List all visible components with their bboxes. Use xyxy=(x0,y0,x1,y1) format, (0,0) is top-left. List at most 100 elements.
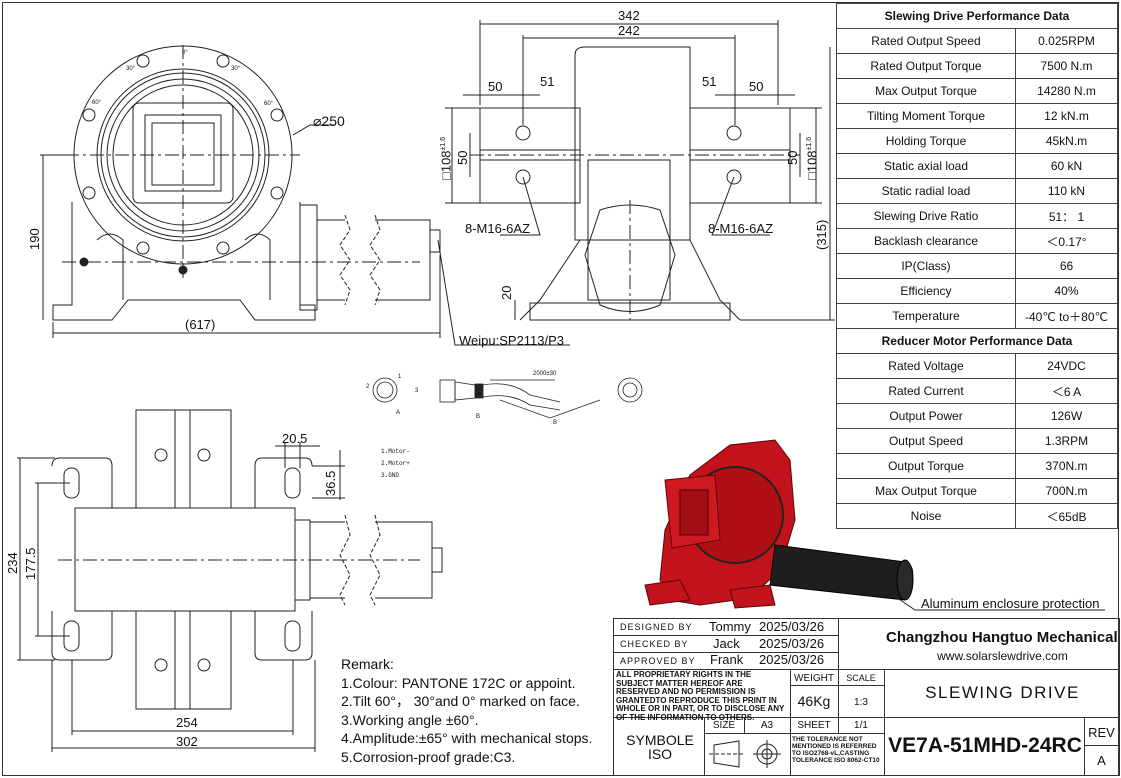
checked-by-label: CHECKED BY xyxy=(620,639,689,649)
spec-value: 40% xyxy=(1015,278,1118,304)
dim-242: 242 xyxy=(618,23,640,38)
slewing-table-title: Slewing Drive Performance Data xyxy=(836,3,1118,29)
approved-by-label: APPROVED BY xyxy=(620,656,696,666)
angle-mark-30-left: 30° xyxy=(126,66,136,72)
sheet-label: SHEET xyxy=(797,720,831,731)
remarks-title: Remark: xyxy=(341,656,394,672)
spec-key: Holding Torque xyxy=(836,128,1016,154)
spec-value: 0.025RPM xyxy=(1015,28,1118,54)
table-row: Noise＜65dB xyxy=(836,503,1118,529)
rev-label: REV xyxy=(1088,725,1115,740)
connector-label: Weipu:SP2113/P3 xyxy=(459,333,565,348)
spec-value: ＜65dB xyxy=(1015,503,1118,529)
dim-51-left: 51 xyxy=(540,74,555,89)
spec-key: Max Output Torque xyxy=(836,478,1016,504)
spec-value: 66 xyxy=(1015,253,1118,279)
spec-key: Rated Output Speed xyxy=(836,28,1016,54)
product-title: SLEWING DRIVE xyxy=(925,683,1080,702)
table-row: Temperature-40℃ to＋80℃ xyxy=(836,303,1118,329)
approved-by-name: Frank xyxy=(710,652,744,667)
callout-leader xyxy=(892,594,1105,611)
pinout-list: 1.Motor- 2.Motor+ 3.GND xyxy=(381,446,410,482)
spec-key: Efficiency xyxy=(836,278,1016,304)
remark-item: 3.Working angle ±60°. xyxy=(341,711,479,728)
spec-key: Slewing Drive Ratio xyxy=(836,203,1016,229)
top-view xyxy=(17,409,443,752)
scale-label: SCALE xyxy=(846,673,876,683)
checked-by-date: 2025/03/26 xyxy=(759,636,825,651)
connector-label-a: A xyxy=(396,410,401,416)
spec-key: Output Speed xyxy=(836,428,1016,454)
spec-value: 370N.m xyxy=(1015,453,1118,479)
cable-length: 2000±30 xyxy=(533,371,557,377)
dim-342: 342 xyxy=(618,8,640,23)
spec-key: Max Output Torque xyxy=(836,78,1016,104)
size-label: SIZE xyxy=(712,720,736,731)
render-motor xyxy=(769,544,914,601)
thread-label-left: 8-M16-6AZ xyxy=(465,221,531,236)
thread-label-right: 8-M16-6AZ xyxy=(708,221,774,236)
company-website: www.solarslewdrive.com xyxy=(937,649,1068,663)
designed-by-name: Tommy xyxy=(709,619,751,634)
spec-key: Static axial load xyxy=(836,153,1016,179)
angle-mark-30-right: 30° xyxy=(231,66,241,72)
connector-drawing xyxy=(372,377,643,419)
dim-50-left: 50 xyxy=(488,79,503,94)
approved-by-date: 2025/03/26 xyxy=(759,652,825,667)
table-row: IP(Class)66 xyxy=(836,253,1118,279)
dim-20-5: 20.5 xyxy=(282,431,308,446)
weight-value: 46Kg xyxy=(797,693,831,709)
spec-key: Rated Voltage xyxy=(836,353,1016,379)
scale-value: 1:3 xyxy=(854,697,868,708)
dim-254: 254 xyxy=(176,715,198,730)
motor-table-title: Reducer Motor Performance Data xyxy=(836,328,1118,354)
diameter-label: ⌀250 xyxy=(313,113,345,129)
spec-key: Output Power xyxy=(836,403,1016,429)
sheet-value: 1/1 xyxy=(854,720,868,731)
connector-label-b2: B xyxy=(553,420,558,426)
dim-51-right: 51 xyxy=(702,74,717,89)
spec-value: 1.3RPM xyxy=(1015,428,1118,454)
spec-value: 45kN.m xyxy=(1015,128,1118,154)
spec-key: Tilting Moment Torque xyxy=(836,103,1016,129)
weight-label: WEIGHT xyxy=(794,673,834,684)
spec-value: 24VDC xyxy=(1015,353,1118,379)
front-view xyxy=(40,45,570,346)
symbol-iso-label: SYMBOLE ISO xyxy=(626,732,694,762)
table-row: Backlash clearance＜0.17° xyxy=(836,228,1118,254)
spec-key: Temperature xyxy=(836,303,1016,329)
spec-key: Output Torque xyxy=(836,453,1016,479)
spec-value: 51： 1 xyxy=(1015,203,1118,229)
projection-symbol-icon xyxy=(709,740,781,768)
remark-item: 5.Corrosion-proof grade:C3. xyxy=(341,748,516,765)
connector-label-b: B xyxy=(476,414,481,420)
spec-key: IP(Class) xyxy=(836,253,1016,279)
spec-value: 14280 N.m xyxy=(1015,78,1118,104)
remark-item: 1.Colour: PANTONE 172C or appoint. xyxy=(341,674,576,691)
remarks: Remark: 1.Colour: PANTONE 172C or appoin… xyxy=(341,655,592,766)
render-callout: Aluminum enclosure protection xyxy=(921,596,1100,611)
pinout-item: 2.Motor+ xyxy=(381,460,410,467)
spec-key: Noise xyxy=(836,503,1016,529)
side-view xyxy=(445,20,835,321)
pin-label-1: 1 xyxy=(398,374,402,380)
spec-value: -40℃ to＋80℃ xyxy=(1015,303,1118,329)
pin-label-2: 2 xyxy=(366,384,370,390)
render-housing xyxy=(644,439,796,609)
spec-value: 12 kN.m xyxy=(1015,103,1118,129)
